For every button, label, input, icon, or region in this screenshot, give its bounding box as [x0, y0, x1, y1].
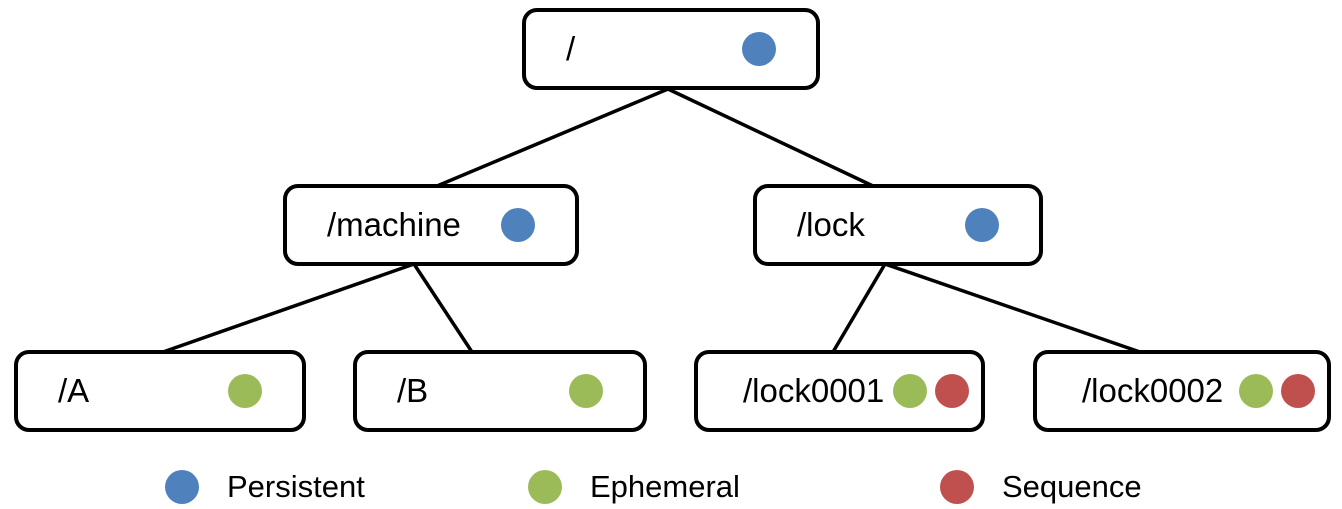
node-type-dots — [1239, 374, 1315, 408]
node-label: /lock — [797, 206, 865, 243]
node-machine: /machine — [283, 184, 579, 266]
ephemeral-dot-icon — [228, 374, 262, 408]
ephemeral-dot-icon — [569, 374, 603, 408]
node-type-dots — [501, 208, 535, 242]
persistent-dot-icon — [965, 208, 999, 242]
edge-machine-a — [161, 262, 416, 354]
legend-label: Ephemeral — [590, 469, 740, 504]
node-type-dots — [742, 32, 776, 66]
node-lock0001: /lock0001 — [694, 350, 985, 432]
edge-machine-b — [412, 262, 474, 354]
node-root: / — [522, 8, 820, 90]
node-type-dots — [965, 208, 999, 242]
node-label: /lock0001 — [743, 372, 885, 409]
legend-label: Sequence — [1002, 469, 1142, 504]
sequence-dot-icon — [1281, 374, 1315, 408]
node-type-dots — [228, 374, 262, 408]
node-type-dots — [569, 374, 603, 408]
node-label: /A — [58, 372, 90, 409]
legend-item-ephemeral: Ephemeral — [528, 467, 740, 507]
legend-item-persistent: Persistent — [165, 467, 365, 507]
sequence-dot-icon — [935, 374, 969, 408]
node-lock: /lock — [753, 184, 1043, 266]
ephemeral-dot-icon — [528, 470, 562, 504]
edge-root-lock — [666, 87, 875, 188]
node-b: /B — [353, 350, 647, 432]
edge-root-machine — [435, 87, 670, 188]
node-label: /lock0002 — [1082, 372, 1224, 409]
legend-item-sequence: Sequence — [940, 467, 1142, 507]
node-label: /B — [397, 372, 429, 409]
node-a: /A — [14, 350, 306, 432]
persistent-dot-icon — [165, 470, 199, 504]
sequence-dot-icon — [940, 470, 974, 504]
persistent-dot-icon — [501, 208, 535, 242]
ephemeral-dot-icon — [1239, 374, 1273, 408]
node-lock0002: /lock0002 — [1033, 350, 1331, 432]
node-label: / — [566, 30, 576, 67]
persistent-dot-icon — [742, 32, 776, 66]
node-label: /machine — [327, 206, 461, 243]
ephemeral-dot-icon — [893, 374, 927, 408]
edge-lock-lock0001 — [831, 262, 887, 354]
edge-lock-lock0002 — [883, 262, 1142, 354]
legend-label: Persistent — [227, 469, 365, 504]
node-type-dots — [893, 374, 969, 408]
